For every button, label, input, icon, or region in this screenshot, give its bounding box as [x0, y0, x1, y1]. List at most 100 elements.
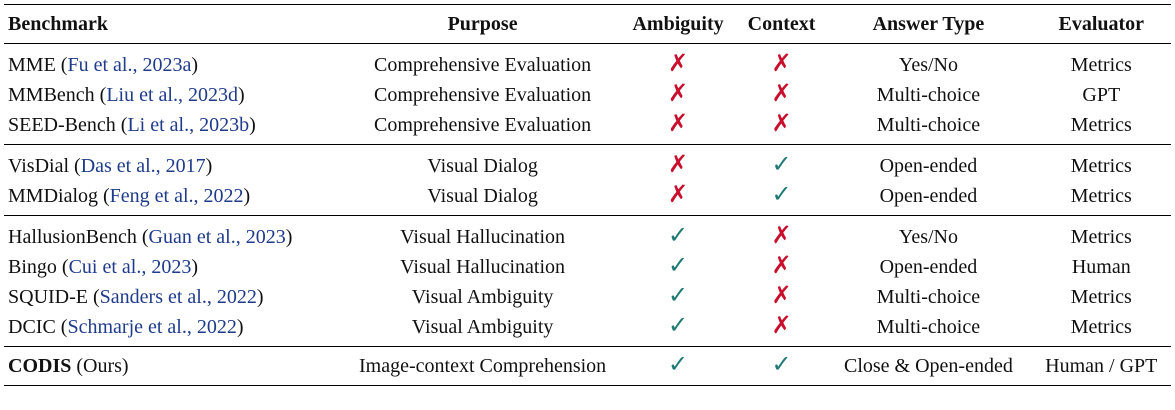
purpose-cell: Visual Ambiguity	[411, 286, 554, 308]
table-row: MMBench (Liu et al., 2023d) Comprehensive…	[4, 80, 1171, 110]
context-cell: ✗	[738, 44, 826, 81]
benchmark-cell: SQUID-E (Sanders et al., 2022)	[8, 286, 264, 308]
purpose-cell: Visual Dialog	[427, 185, 538, 207]
purpose-cell: Visual Dialog	[427, 155, 538, 177]
citation-link: Sanders et al., 2022	[99, 286, 257, 308]
answer-type-cell: Multi-choice	[876, 84, 981, 106]
citation-link: Fu et al., 2023a	[67, 54, 192, 76]
citation-link: Schmarje et al., 2022	[67, 316, 237, 338]
table-group: HallusionBench (Guan et al., 2023)Visual…	[4, 216, 1171, 347]
benchmark-cell: VisDial (Das et al., 2017)	[8, 155, 213, 177]
benchmark-name: MMBench	[8, 84, 95, 106]
cross-icon: ✗	[771, 251, 792, 279]
check-icon: ✓	[771, 180, 792, 208]
cross-icon: ✗	[771, 49, 792, 77]
ambiguity-cell: ✗	[618, 80, 737, 110]
table-row: Bingo (Cui et al., 2023)Visual Hallucina…	[4, 252, 1171, 282]
purpose-cell: Visual Hallucination	[400, 256, 566, 278]
context-cell: ✗	[738, 282, 826, 312]
benchmark-cell: MMBench (Liu et al., 2023d)	[8, 84, 245, 106]
benchmark-name: SQUID-E	[8, 286, 88, 308]
purpose-cell: Visual Hallucination	[400, 226, 566, 248]
benchmark-cell: MMDialog (Feng et al., 2022)	[8, 185, 251, 207]
benchmark-cell: MME (Fu et al., 2023a)	[8, 54, 199, 76]
benchmark-name: Bingo	[8, 256, 57, 278]
table-row: DCIC (Schmarje et al., 2022)Visual Ambig…	[4, 312, 1171, 347]
evaluator-cell: Metrics	[1070, 226, 1132, 248]
context-cell: ✓	[738, 181, 826, 216]
purpose-cell: Image-context Comprehension	[359, 355, 607, 377]
check-icon: ✓	[771, 150, 792, 178]
benchmark-cell: SEED-Bench (Li et al., 2023b)	[8, 114, 256, 136]
table-row: HallusionBench (Guan et al., 2023)Visual…	[4, 216, 1171, 253]
answer-type-cell: Multi-choice	[876, 316, 981, 338]
check-icon: ✓	[667, 281, 689, 309]
benchmark-comparison-table: Benchmark Purpose Ambiguity Context Answ…	[4, 4, 1171, 386]
context-cell: ✗	[738, 252, 826, 282]
answer-type-cell: Open-ended	[879, 185, 978, 207]
evaluator-cell: Human	[1071, 256, 1131, 278]
table-group: MME (Fu et al., 2023a) Comprehensive Eval…	[4, 44, 1171, 145]
ambiguity-cell: ✓	[618, 252, 737, 282]
table-row: MME (Fu et al., 2023a)Comprehensive Eval…	[4, 44, 1171, 81]
context-cell: ✗	[738, 80, 826, 110]
ambiguity-cell: ✓	[618, 282, 737, 312]
context-cell: ✓	[738, 347, 826, 386]
answer-type-cell: Open-ended	[879, 256, 978, 278]
table-group: VisDial (Das et al., 2017) Visual Dialog ✗…	[4, 145, 1171, 216]
ambiguity-cell: ✓	[618, 312, 737, 347]
purpose-cell: Visual Ambiguity	[411, 316, 554, 338]
context-cell: ✗	[738, 312, 826, 347]
benchmark-name: MME	[8, 54, 56, 76]
cross-icon: ✗	[667, 180, 689, 208]
answer-type-cell: Yes/No	[898, 54, 958, 76]
evaluator-cell: Metrics	[1070, 316, 1132, 338]
context-cell: ✗	[738, 216, 826, 253]
benchmark-name: HallusionBench	[8, 226, 137, 248]
cross-icon: ✗	[771, 79, 792, 107]
check-icon: ✓	[667, 350, 689, 378]
benchmark-name: MMDialog	[8, 185, 98, 207]
ambiguity-cell: ✗	[618, 181, 737, 216]
evaluator-cell: Metrics	[1070, 54, 1132, 76]
check-icon: ✓	[667, 251, 689, 279]
cross-icon: ✗	[771, 109, 792, 137]
citation-link: Das et al., 2017	[80, 155, 206, 177]
citation-link: Liu et al., 2023d	[106, 84, 238, 106]
citation-link: Guan et al., 2023	[148, 226, 286, 248]
evaluator-cell: Metrics	[1070, 114, 1132, 136]
ambiguity-cell: ✗	[618, 110, 737, 145]
purpose-cell: Comprehensive Evaluation	[374, 84, 592, 106]
evaluator-cell: Metrics	[1070, 185, 1132, 207]
cross-icon: ✗	[667, 150, 689, 178]
evaluator-cell: Metrics	[1070, 155, 1132, 177]
citation-link: Feng et al., 2022	[109, 185, 244, 207]
evaluator-cell: Metrics	[1070, 286, 1132, 308]
header-purpose: Purpose	[346, 4, 619, 44]
evaluator-cell: GPT	[1082, 84, 1121, 106]
benchmark-name: SEED-Bench	[8, 114, 116, 136]
evaluator-cell: Human / GPT	[1045, 355, 1158, 377]
header-context: Context	[737, 4, 826, 44]
benchmark-cell: CODIS (Ours)	[4, 347, 347, 386]
benchmark-name: DCIC	[8, 316, 56, 338]
header-benchmark: Benchmark	[4, 4, 347, 44]
ambiguity-cell: ✓	[618, 347, 737, 386]
table-header: Benchmark Purpose Ambiguity Context Answ…	[4, 4, 1171, 44]
benchmark-name: VisDial	[8, 155, 70, 177]
table-group-ours: CODIS (Ours) Image-context Comprehension…	[4, 347, 1171, 386]
context-cell: ✗	[738, 110, 826, 145]
header-answer-type: Answer Type	[825, 4, 1032, 44]
header-row: Benchmark Purpose Ambiguity Context Answ…	[4, 4, 1171, 44]
header-ambiguity: Ambiguity	[618, 4, 738, 44]
check-icon: ✓	[667, 221, 689, 249]
ambiguity-cell: ✓	[618, 216, 737, 253]
citation-link: Li et al., 2023b	[127, 114, 250, 136]
answer-type-cell: Multi-choice	[876, 114, 981, 136]
cross-icon: ✗	[771, 311, 792, 339]
ambiguity-cell: ✗	[618, 44, 737, 81]
benchmark-name: CODIS	[8, 355, 72, 377]
cross-icon: ✗	[667, 79, 689, 107]
table-row-codis: CODIS (Ours) Image-context Comprehension…	[4, 347, 1171, 386]
